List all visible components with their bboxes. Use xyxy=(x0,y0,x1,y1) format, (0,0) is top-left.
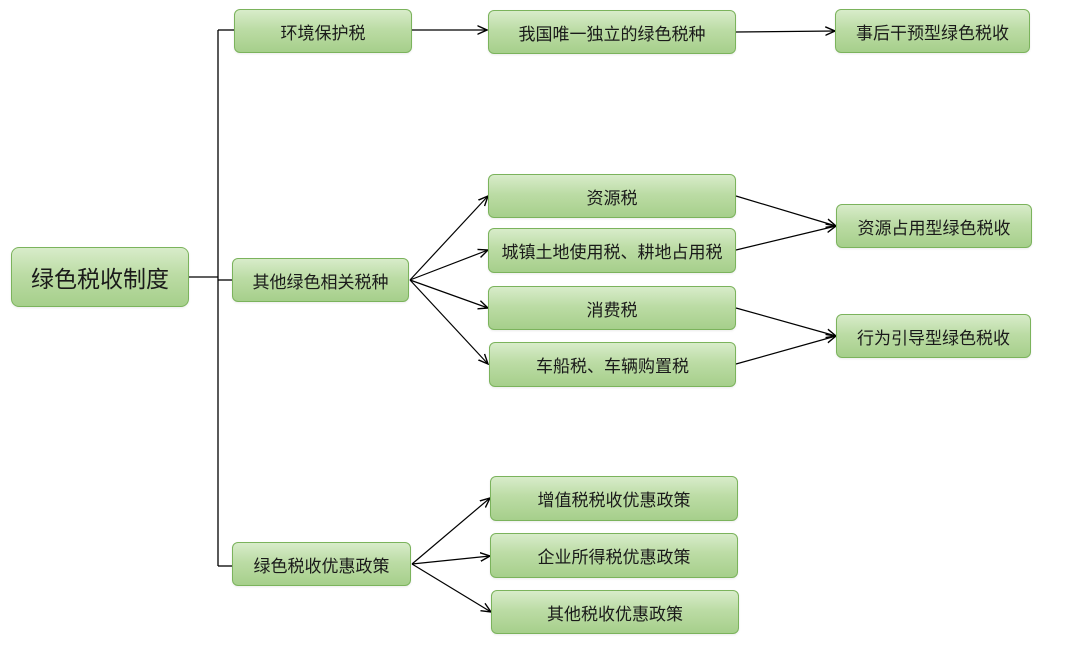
vehicle-tax-node: 车船税、车辆购置税 xyxy=(489,342,736,387)
resource-tax-node: 资源税 xyxy=(488,174,736,218)
other-taxes-node: 其他绿色相关税种 xyxy=(232,258,409,302)
ex-post-node: 事后干预型绿色税收 xyxy=(835,9,1030,53)
arrow-unique-to-expost xyxy=(735,31,835,32)
vat-policy-node: 增值税税收优惠政策 xyxy=(490,476,738,521)
arrow-other-to-vehicle xyxy=(409,279,488,364)
env-tax-node: 环境保护税 xyxy=(234,9,412,53)
arrow-pref-to-other xyxy=(411,563,491,612)
arrow-vehicle-to-behavior xyxy=(735,336,836,365)
cit-policy-node: 企业所得税优惠政策 xyxy=(490,533,738,578)
arrow-consumption-to-behavior xyxy=(735,307,836,336)
preferential-node: 绿色税收优惠政策 xyxy=(232,542,411,586)
arrow-resource-to-type xyxy=(735,195,836,226)
resource-type-node: 资源占用型绿色税收 xyxy=(836,204,1032,248)
root-node: 绿色税收制度 xyxy=(11,247,189,307)
other-policy-node: 其他税收优惠政策 xyxy=(491,590,739,634)
arrow-other-to-consumption xyxy=(409,279,488,308)
behavior-type-node: 行为引导型绿色税收 xyxy=(836,314,1031,358)
land-tax-node: 城镇土地使用税、耕地占用税 xyxy=(488,228,736,273)
arrow-other-to-resource xyxy=(409,196,488,281)
arrow-other-to-land xyxy=(409,250,488,281)
arrow-pref-to-vat xyxy=(411,498,490,565)
consumption-tax-node: 消费税 xyxy=(488,286,736,330)
env-unique-node: 我国唯一独立的绿色税种 xyxy=(488,10,736,54)
arrow-pref-to-cit xyxy=(411,556,490,565)
arrow-land-to-type xyxy=(735,226,836,251)
